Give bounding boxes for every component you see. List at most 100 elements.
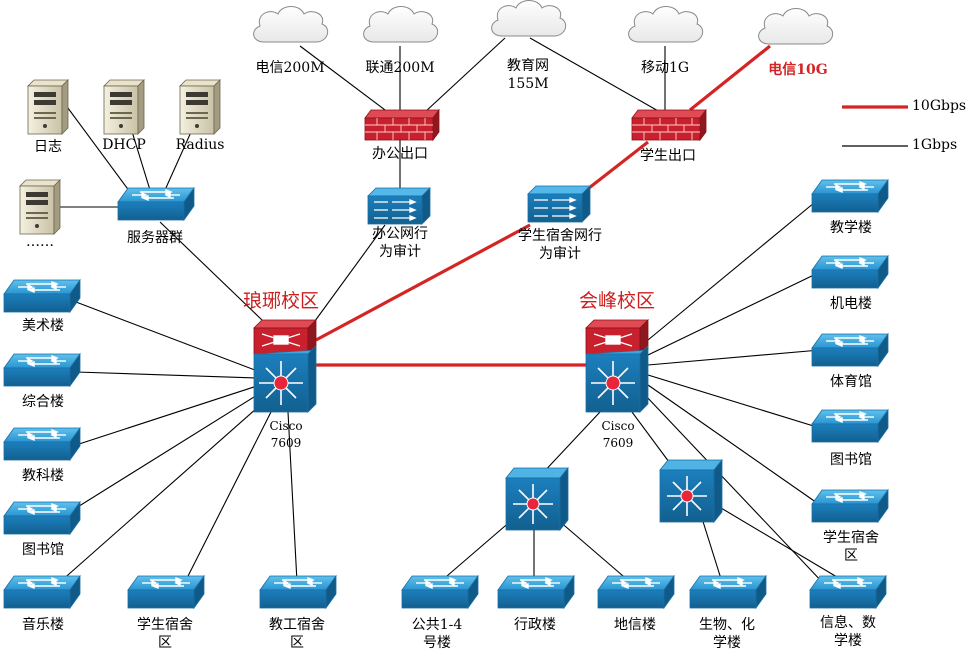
switch-info (809, 575, 887, 609)
building-label-teaching: 教学楼 (830, 220, 872, 236)
switch-library2 (811, 409, 889, 443)
server-label-more: …… (26, 234, 54, 250)
building-label-library1: 图书馆 (22, 542, 64, 558)
switch-mech (811, 255, 889, 289)
cloud-label-unicom200: 联通200M (365, 60, 435, 76)
switch-art (3, 279, 81, 313)
building-label-geo: 地信楼 (614, 617, 656, 633)
server-radius (179, 79, 221, 135)
audit-label-dorm: 学生宿舍网行 (518, 228, 602, 244)
core-label-langya: Cisco (269, 419, 303, 433)
links-1gbps (59, 37, 843, 586)
switch-geo (597, 575, 675, 609)
cloud-unicom200 (363, 6, 439, 43)
switch-dorm1 (127, 575, 205, 609)
link-office-audit-langya (311, 224, 386, 326)
core-langya (253, 319, 317, 413)
firewall-label-office: 办公出口 (372, 146, 428, 162)
switch-music (3, 575, 81, 609)
server-label-radius: Radius (175, 137, 225, 153)
cloud-telecom200 (253, 6, 329, 43)
switch-gym (811, 333, 889, 367)
legend-1gbps-label: 1Gbps (912, 137, 958, 153)
core-model-langya: 7609 (270, 436, 302, 450)
link-l3b-bio (699, 511, 723, 583)
building-label-dorm1-2: 区 (158, 635, 172, 651)
link-l3a-public (439, 519, 513, 583)
l3-switch-a (505, 467, 569, 531)
link-serverfarm-langya (159, 221, 263, 321)
building-label-bio-2: 学楼 (713, 635, 741, 651)
building-label-gym: 体育馆 (830, 374, 872, 390)
link-langya-music (59, 399, 267, 583)
links-10gbps (315, 44, 771, 367)
link-edu-office (424, 37, 506, 113)
cloud-edu (491, 0, 567, 37)
cloud-label-telecom10g: 电信10G (768, 62, 828, 78)
audit-dorm (527, 185, 591, 223)
link-langya-general (75, 371, 259, 379)
cloud-mobile1g (628, 6, 704, 43)
building-label-dorm2: 学生宿舍 (823, 530, 879, 546)
firewall-student-exit (631, 109, 707, 141)
building-label-admin: 行政楼 (514, 617, 556, 633)
link-langya-staff (287, 411, 298, 583)
switch-dorm2 (811, 489, 889, 523)
server-label-dhcp: DHCP (102, 137, 146, 153)
link-dorm-audit-langya (315, 223, 531, 342)
building-label-public: 公共1-4 (411, 617, 463, 633)
core-model-huifeng: 7609 (602, 436, 634, 450)
building-label-general: 综合楼 (22, 394, 64, 410)
building-label-library2: 图书馆 (830, 452, 872, 468)
switch-science (3, 427, 81, 461)
building-label-music: 音乐楼 (22, 617, 64, 633)
firewall-label-student: 学生出口 (640, 148, 696, 164)
building-label-bio: 生物、化 (699, 617, 755, 633)
building-label-science: 教科楼 (22, 468, 64, 484)
audit-label-dorm-2: 为审计 (539, 246, 581, 262)
audit-office (367, 187, 431, 225)
building-label-art: 美术楼 (22, 318, 64, 334)
building-label-info: 信息、数 (820, 615, 876, 631)
link-huifeng-gym (647, 349, 821, 366)
link-huifeng-dorm (647, 384, 821, 506)
switch-staff (259, 575, 337, 609)
cloud-label-edu: 教育网 (507, 58, 549, 74)
building-label-staff-2: 区 (290, 635, 304, 651)
link-log-server (61, 99, 131, 193)
link-langya-art (75, 301, 261, 373)
link-student-exit-audit (579, 140, 649, 197)
building-label-mech: 机电楼 (830, 296, 872, 312)
cloud-label-telecom200: 电信200M (255, 60, 325, 76)
building-label-public-2: 号楼 (423, 635, 451, 651)
core-huifeng (585, 319, 649, 413)
campus-label-langya: 琅琊校区 (242, 290, 319, 312)
server-farm-label: 服务器群 (127, 230, 183, 246)
link-langya-library (59, 391, 263, 519)
link-huifeng-library (647, 374, 821, 429)
audit-label-office-2: 为审计 (379, 244, 421, 260)
l3-switch-b (659, 459, 723, 523)
switch-general (3, 353, 81, 387)
link-huifeng-teaching (647, 197, 821, 341)
server-log (27, 79, 69, 135)
switch-teaching (811, 179, 889, 213)
switch-library1 (3, 501, 81, 535)
server-dhcp (103, 79, 145, 135)
building-label-info-2: 学楼 (834, 633, 862, 649)
building-label-dorm1: 学生宿舍 (137, 617, 193, 633)
link-telecom10g-student (689, 44, 771, 112)
building-label-staff: 教工宿舍 (269, 617, 325, 633)
server-label-log: 日志 (34, 139, 62, 155)
core-label-huifeng: Cisco (601, 419, 635, 433)
link-telecom200-office (299, 45, 386, 111)
link-huifeng-l3b (631, 411, 673, 467)
cloud-telecom10g (758, 8, 834, 45)
switch-bio (689, 575, 767, 609)
server-more (19, 179, 61, 235)
cloud-label-edu-bandwidth: 155M (507, 76, 549, 92)
link-l3b-info (715, 504, 843, 581)
link-l3a-geo (557, 519, 631, 583)
